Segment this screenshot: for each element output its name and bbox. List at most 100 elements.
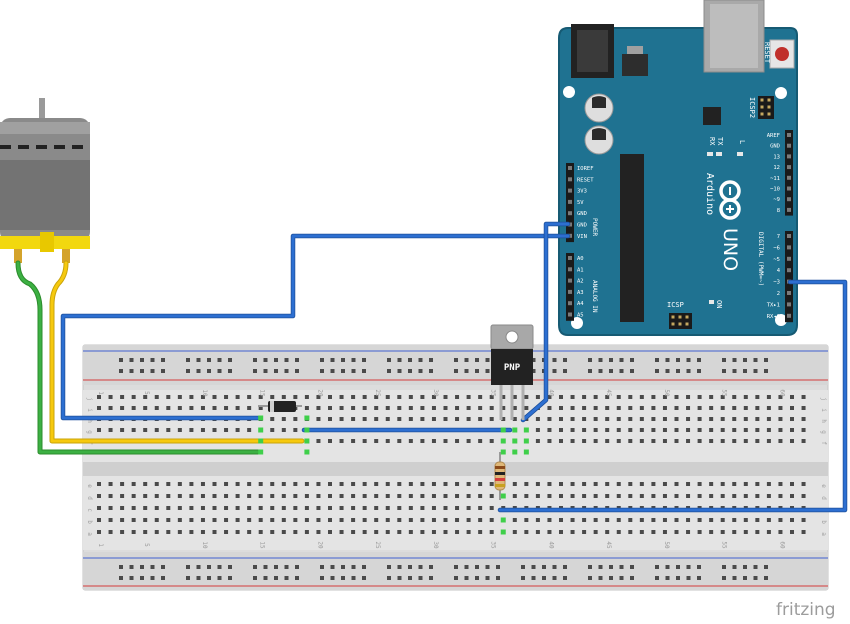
- rail-hole: [217, 369, 222, 373]
- column-number-bottom: 15: [259, 541, 266, 549]
- column-number-top: 35: [490, 389, 497, 397]
- rail-hole: [387, 358, 391, 362]
- breadboard-hole: [478, 482, 483, 486]
- breadboard-hole: [408, 530, 413, 534]
- breadboard-hole: [755, 494, 760, 498]
- rail-hole: [697, 369, 701, 373]
- breadboard-hole: [374, 506, 379, 510]
- breadboard-hole: [616, 395, 621, 399]
- connection-highlights: [258, 415, 529, 535]
- column-number-bottom: 20: [316, 541, 323, 549]
- breadboard-hole: [247, 428, 252, 432]
- breadboard-hole: [709, 406, 714, 410]
- transistor-label: PNP: [504, 363, 521, 373]
- rail-hole: [609, 576, 613, 580]
- breadboard-hole: [628, 395, 633, 399]
- breadboard-hole: [547, 439, 552, 443]
- rail-hole: [464, 576, 469, 580]
- motor-top-highlight: [0, 122, 90, 134]
- rail-hole: [161, 565, 165, 569]
- breadboard-hole: [431, 518, 436, 522]
- arduino-board: [558, 27, 798, 336]
- breadboard-hole: [628, 494, 633, 498]
- rail-hole: [630, 576, 634, 580]
- breadboard-hole: [732, 439, 737, 443]
- breadboard-hole: [200, 530, 205, 534]
- breadboard-hole: [766, 406, 771, 410]
- header-pin: [568, 211, 572, 216]
- header-pin: [787, 313, 791, 318]
- rail-hole: [676, 358, 680, 362]
- breadboard-hole: [593, 428, 598, 432]
- rail-hole: [753, 565, 758, 569]
- breadboard-hole: [697, 417, 702, 421]
- rail-hole: [150, 565, 155, 569]
- row-letter: d: [820, 496, 827, 500]
- breadboard-hole: [120, 395, 125, 399]
- breadboard-hole: [212, 530, 217, 534]
- breadboard-hole: [639, 518, 644, 522]
- blue-vin-wire: [61, 234, 570, 420]
- breadboard-hole: [316, 530, 321, 534]
- rail-hole: [161, 369, 165, 373]
- breadboard-hole: [270, 417, 275, 421]
- pin-block-pin: [685, 315, 689, 319]
- rail-hole: [129, 369, 134, 373]
- breadboard-hole: [801, 439, 806, 443]
- rail-hole: [475, 576, 479, 580]
- rail-hole: [330, 565, 335, 569]
- rail-hole: [542, 576, 546, 580]
- breadboard-hole: [605, 428, 610, 432]
- connected-hole: [523, 449, 529, 455]
- breadboard-hole: [662, 417, 667, 421]
- top-rail-holes: [119, 358, 768, 373]
- breadboard-hole: [455, 395, 460, 399]
- column-number-bottom: 10: [201, 541, 208, 549]
- breadboard-hole: [512, 417, 517, 421]
- rail-hole: [295, 369, 299, 373]
- breadboard-hole: [512, 406, 517, 410]
- breadboard-hole: [593, 395, 598, 399]
- header-pin: [787, 302, 791, 307]
- breadboard-hole: [662, 439, 667, 443]
- motor-lower-shade: [0, 160, 90, 230]
- breadboard-hole: [755, 518, 760, 522]
- breadboard-hole: [547, 494, 552, 498]
- breadboard-hole: [801, 482, 806, 486]
- connected-hole: [523, 438, 529, 444]
- breadboard-hole: [154, 395, 159, 399]
- reset-button-cap[interactable]: [775, 47, 789, 61]
- breadboard-hole: [559, 417, 563, 421]
- breadboard-hole: [651, 530, 656, 534]
- breadboard-hole: [616, 406, 621, 410]
- breadboard-hole: [466, 518, 471, 522]
- connected-hole: [500, 449, 506, 455]
- breadboard-hole: [374, 395, 379, 399]
- breadboard-hole: [316, 439, 321, 443]
- breadboard-hole: [258, 518, 263, 522]
- breadboard-hole: [212, 406, 217, 410]
- header-pin: [568, 301, 572, 306]
- breadboard-hole: [743, 395, 748, 399]
- breadboard-hole: [686, 518, 691, 522]
- breadboard-hole: [224, 395, 229, 399]
- breadboard-hole: [224, 518, 229, 522]
- rail-hole: [341, 358, 345, 362]
- digital-header-label: DIGITAL (PWM=~): [757, 232, 764, 286]
- header-pin: [787, 197, 791, 202]
- breadboard-hole: [639, 530, 644, 534]
- breadboard-hole: [189, 494, 194, 498]
- breadboard-hole: [489, 530, 494, 534]
- digital-pin-label: 12: [773, 165, 780, 171]
- breadboard-hole: [200, 428, 205, 432]
- rail-hole: [150, 576, 155, 580]
- digital-pin-label: 2: [777, 291, 780, 297]
- rail-hole: [408, 576, 412, 580]
- breadboard-hole: [397, 395, 402, 399]
- breadboard-hole: [489, 395, 494, 399]
- dc-motor: [0, 98, 90, 263]
- rail-hole: [697, 576, 701, 580]
